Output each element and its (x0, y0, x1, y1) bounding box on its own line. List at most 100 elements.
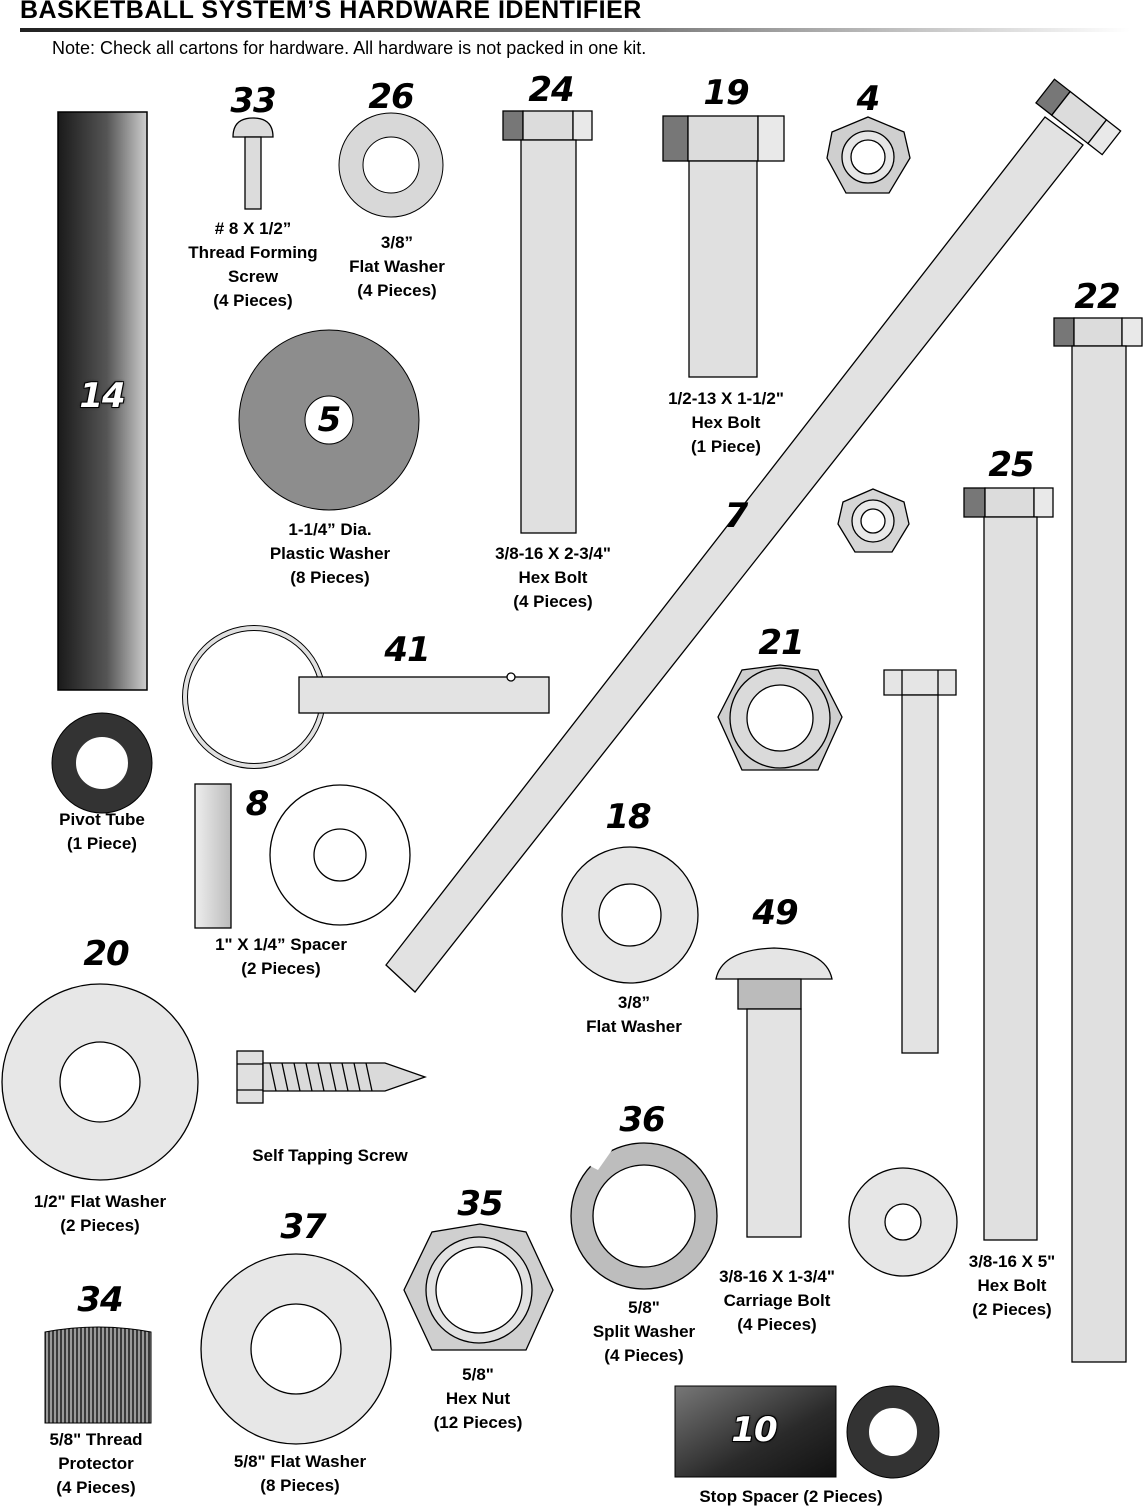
caption-33-line-4: (4 Pieces) (213, 291, 293, 310)
split-washer-illustration (570, 1142, 718, 1290)
flat-washer-26-illustration (338, 112, 444, 218)
caption-26-line-3: (4 Pieces) (357, 281, 437, 300)
caption-24-line-3: (4 Pieces) (513, 592, 593, 611)
thread-protector-illustration (44, 1326, 152, 1424)
stop-spacer-illustration (674, 1385, 940, 1479)
caption-49-line-3: (4 Pieces) (737, 1315, 817, 1334)
flat-washer-illustration (848, 1167, 958, 1277)
flat-washer-20-illustration (1, 983, 199, 1181)
part-number-21: 21 (758, 623, 804, 663)
caption-34-line-2: Protector (58, 1454, 134, 1473)
caption-19: 1/2-13 X 1-1/2" Hex Bolt (1 Piece) (668, 387, 784, 459)
caption-35: 5/8" Hex Nut (12 Pieces) (434, 1363, 523, 1435)
caption-33: # 8 X 1/2” Thread Forming Screw (4 Piece… (188, 217, 317, 313)
spacer-illustration (194, 783, 411, 929)
part-number-5: 5 (317, 400, 342, 440)
part-number-19: 19 (703, 73, 749, 113)
part-number-24: 24 (528, 70, 574, 110)
part-number-25: 25 (988, 445, 1034, 485)
caption-self-tapping-screw: Self Tapping Screw (252, 1144, 408, 1168)
caption-26-line-1: 3/8” (380, 233, 414, 252)
caption-18-line-1: 3/8” (617, 993, 651, 1012)
caption-26-line-2: Flat Washer (349, 257, 445, 276)
caption-25-line-1: 3/8-16 X 5" (968, 1252, 1056, 1271)
caption-33-line-1: # 8 X 1/2” (214, 219, 292, 238)
caption-14-line-1: Pivot Tube (59, 810, 145, 829)
plastic-washer-illustration (238, 329, 420, 511)
caption-5-line-1: 1-1/4” Dia. (288, 520, 372, 539)
caption-18: 3/8” Flat Washer (586, 991, 682, 1039)
caption-5-line-2: Plastic Washer (269, 544, 391, 563)
hex-nut-21-illustration (717, 664, 843, 771)
caption-25: 3/8-16 X 5" Hex Bolt (2 Pieces) (969, 1250, 1056, 1322)
caption-37-line-2: (8 Pieces) (260, 1476, 340, 1495)
caption-35-line-1: 5/8" (462, 1365, 494, 1384)
caption-8-line-2: (2 Pieces) (241, 959, 321, 978)
hex-bolt-19-illustration (662, 115, 785, 378)
part-number-14: 14 (79, 376, 125, 416)
caption-25-line-3: (2 Pieces) (972, 1300, 1052, 1319)
part-number-35: 35 (457, 1184, 503, 1224)
part-number-26: 26 (368, 77, 414, 117)
caption-35-line-3: (12 Pieces) (433, 1413, 523, 1432)
part-number-37: 37 (280, 1207, 326, 1247)
caption-36-line-3: (4 Pieces) (604, 1346, 684, 1365)
hex-bolt-25-illustration (963, 487, 1054, 1241)
part-number-4: 4 (856, 79, 881, 119)
caption-8-line-1: 1" X 1/4” Spacer (215, 935, 347, 954)
part-number-49: 49 (752, 893, 798, 933)
caption-14: Pivot Tube (1 Piece) (59, 808, 145, 856)
part-number-10: 10 (731, 1410, 777, 1450)
hex-nut-4-illustration (826, 116, 911, 194)
caption-5: 1-1/4” Dia. Plastic Washer (8 Pieces) (270, 518, 390, 590)
caption-18-line-2: Flat Washer (586, 1017, 682, 1036)
caption-36: 5/8" Split Washer (4 Pieces) (593, 1296, 695, 1368)
part-number-18: 18 (605, 797, 651, 837)
carriage-bolt-illustration (715, 947, 833, 1238)
part-number-8: 8 (245, 784, 270, 824)
caption-19-line-1: 1/2-13 X 1-1/2" (668, 389, 784, 408)
caption-24: 3/8-16 X 2-3/4" Hex Bolt (4 Pieces) (495, 542, 611, 614)
long-hex-bolt-illustration (883, 669, 957, 1054)
caption-36-line-1: 5/8" (628, 1298, 660, 1317)
caption-37-line-1: 5/8" Flat Washer (233, 1452, 367, 1471)
caption-8: 1" X 1/4” Spacer (2 Pieces) (215, 933, 347, 981)
caption-20-line-2: (2 Pieces) (60, 1216, 140, 1235)
part-number-41: 41 (384, 630, 430, 670)
caption-self-tapping-screw-line-1: Self Tapping Screw (252, 1146, 408, 1165)
caption-37: 5/8" Flat Washer (8 Pieces) (234, 1450, 366, 1498)
caption-34-line-1: 5/8" Thread (49, 1430, 143, 1449)
hex-nut-35-illustration (403, 1223, 554, 1351)
hardware-note: Note: Check all cartons for hardware. Al… (52, 38, 647, 58)
caption-24-line-2: Hex Bolt (518, 568, 588, 587)
caption-49: 3/8-16 X 1-3/4" Carriage Bolt (4 Pieces) (719, 1265, 835, 1337)
caption-10: Stop Spacer (2 Pieces) (699, 1485, 882, 1509)
long-bolt-7-illustration (385, 78, 1122, 993)
page-title: BASKETBALL SYSTEM’S HARDWARE IDENTIFIER (20, 0, 642, 24)
part-number-34: 34 (77, 1280, 123, 1320)
caption-20: 1/2" Flat Washer (2 Pieces) (34, 1190, 166, 1238)
part-number-20: 20 (83, 934, 129, 974)
caption-34-line-3: (4 Pieces) (56, 1478, 136, 1497)
flat-washer-18-illustration (561, 846, 699, 984)
pivot-tube-illustration (51, 111, 153, 814)
caption-25-line-2: Hex Bolt (977, 1276, 1047, 1295)
thread-forming-screw-illustration (232, 117, 274, 210)
self-tapping-screw-illustration (236, 1050, 427, 1104)
caption-14-line-2: (1 Piece) (67, 834, 137, 853)
caption-33-line-3: Screw (227, 267, 279, 286)
caption-34: 5/8" Thread Protector (4 Pieces) (49, 1428, 142, 1500)
caption-36-line-2: Split Washer (592, 1322, 696, 1341)
part-number-7: 7 (724, 496, 749, 536)
hex-bolt-24-illustration (502, 110, 593, 534)
part-number-22: 22 (1074, 277, 1120, 317)
flat-washer-37-illustration (200, 1253, 392, 1445)
caption-49-line-2: Carriage Bolt (723, 1291, 831, 1310)
caption-24-line-1: 3/8-16 X 2-3/4" (495, 544, 611, 563)
caption-26: 3/8” Flat Washer (4 Pieces) (349, 231, 445, 303)
caption-33-line-2: Thread Forming (188, 243, 318, 262)
part-number-36: 36 (619, 1100, 665, 1140)
part-number-33: 33 (230, 81, 276, 121)
caption-19-line-3: (1 Piece) (691, 437, 761, 456)
